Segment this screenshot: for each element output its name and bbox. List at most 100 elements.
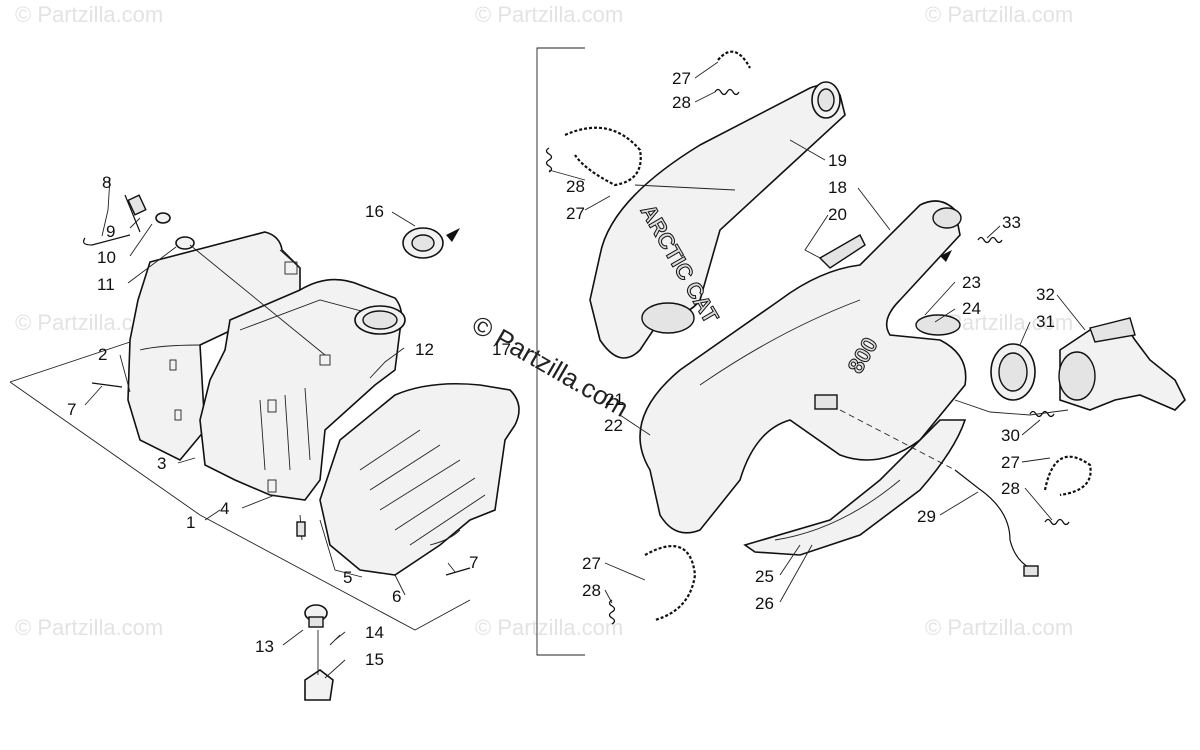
spring	[1044, 518, 1070, 526]
callout-17: 17	[492, 340, 511, 359]
mount-stud-body	[296, 521, 306, 537]
hardware-stud	[124, 194, 141, 233]
watermark: © Partzilla.com	[925, 615, 1073, 640]
callout-27: 27	[672, 69, 691, 88]
watermark: © Partzilla.com	[925, 2, 1073, 27]
chamber-outlet	[932, 207, 962, 229]
chamber-flange	[915, 314, 961, 336]
callout-27: 27	[582, 554, 601, 573]
watermark: © Partzilla.com	[15, 615, 163, 640]
callout-3: 3	[157, 454, 166, 473]
muffler-inlet	[641, 302, 695, 334]
callout-15: 15	[365, 650, 384, 669]
sensor-boss	[814, 394, 838, 410]
spring	[1029, 410, 1055, 418]
callout-27: 27	[566, 204, 585, 223]
callout-24: 24	[962, 299, 981, 318]
heat-shield-ribs	[359, 429, 486, 546]
chain-clamp	[717, 50, 751, 69]
silencer-body-slot	[267, 399, 277, 413]
watermark: © Partzilla.com	[475, 615, 623, 640]
rear-shell-edge	[139, 344, 201, 351]
silencer-body-ribs	[259, 387, 311, 471]
callout-22: 22	[604, 416, 623, 435]
outlet-neck-opening	[362, 310, 398, 330]
muffler-outlet-hole	[817, 88, 835, 112]
manifold-flange	[1089, 317, 1136, 343]
sensor-probe	[954, 469, 979, 489]
sensor-connector	[1023, 565, 1039, 577]
rear-shell-slot	[174, 409, 182, 421]
callout-16: 16	[365, 202, 384, 221]
callout-28: 28	[1001, 479, 1020, 498]
silencer-body	[199, 278, 403, 501]
spring-axis	[954, 399, 1069, 416]
callout-27: 27	[1001, 453, 1020, 472]
callout-4: 4	[220, 499, 229, 518]
spring	[545, 147, 553, 173]
callout-14: 14	[365, 623, 384, 642]
callout-20: 20	[828, 205, 847, 224]
callout-11: 11	[97, 275, 115, 294]
washer	[155, 212, 171, 224]
callout-28: 28	[566, 177, 585, 196]
callout-1: 1	[186, 513, 195, 532]
grommet-base	[308, 616, 324, 628]
rear-shell	[127, 231, 301, 461]
push-pin	[445, 567, 471, 576]
lower-heat-shield-edge	[774, 479, 901, 541]
callout-21: 21	[605, 390, 624, 409]
right-assembly: ARCTIC CAT 800	[536, 47, 1186, 656]
arrow-marker	[940, 250, 952, 262]
assembly-bracket-line	[9, 381, 471, 631]
exhaust-seal-hole	[998, 352, 1028, 392]
sensor-wire	[977, 487, 1031, 569]
callout-23: 23	[962, 273, 981, 292]
spring	[608, 599, 616, 625]
callout-12: 12	[415, 340, 434, 359]
shield-strip	[818, 234, 866, 269]
push-pin	[91, 382, 123, 388]
callout-28: 28	[672, 93, 691, 112]
callout-8: 8	[102, 173, 111, 192]
grommet-11	[175, 236, 195, 250]
callout-26: 26	[755, 594, 774, 613]
callout-32: 32	[1036, 285, 1055, 304]
callout-28: 28	[582, 581, 601, 600]
grommet-16-hole	[411, 234, 435, 252]
spring	[977, 236, 1003, 244]
heat-shield-edge	[429, 529, 461, 546]
callout-31: 31	[1036, 312, 1055, 331]
rear-shell-slot	[169, 359, 177, 371]
muffler-seam	[634, 184, 736, 191]
chain-clamp	[644, 545, 697, 622]
callout-25: 25	[755, 567, 774, 586]
callout-9: 9	[106, 222, 115, 241]
rear-shell-tab	[284, 261, 298, 275]
callout-30: 30	[1001, 426, 1020, 445]
lower-heat-shield	[743, 419, 967, 556]
heat-shield	[319, 382, 520, 576]
callout-13: 13	[255, 637, 274, 656]
hardware-axis	[189, 244, 326, 356]
callout-6: 6	[392, 587, 401, 606]
silencer-body-slot	[267, 479, 277, 493]
callout-labels: 8 9 10 11 2 7 3 4 1 5 6 7 12 16 13 14 15…	[67, 69, 1055, 669]
callout-7: 7	[67, 400, 76, 419]
spring	[714, 88, 740, 96]
left-assembly	[9, 194, 520, 701]
callout-18: 18	[828, 178, 847, 197]
chamber-seam	[699, 299, 861, 386]
sensor-axis	[839, 409, 956, 471]
expansion-chamber	[639, 200, 967, 534]
callout-7: 7	[469, 553, 478, 572]
callout-33: 33	[1002, 213, 1021, 232]
exhaust-manifold-port	[1058, 351, 1096, 401]
callout-5: 5	[343, 568, 352, 587]
callout-19: 19	[828, 151, 847, 170]
chain-clamp	[1043, 455, 1092, 497]
assembly-bracket-line	[536, 47, 585, 656]
bolt-head	[127, 194, 147, 216]
callout-10: 10	[97, 248, 116, 267]
